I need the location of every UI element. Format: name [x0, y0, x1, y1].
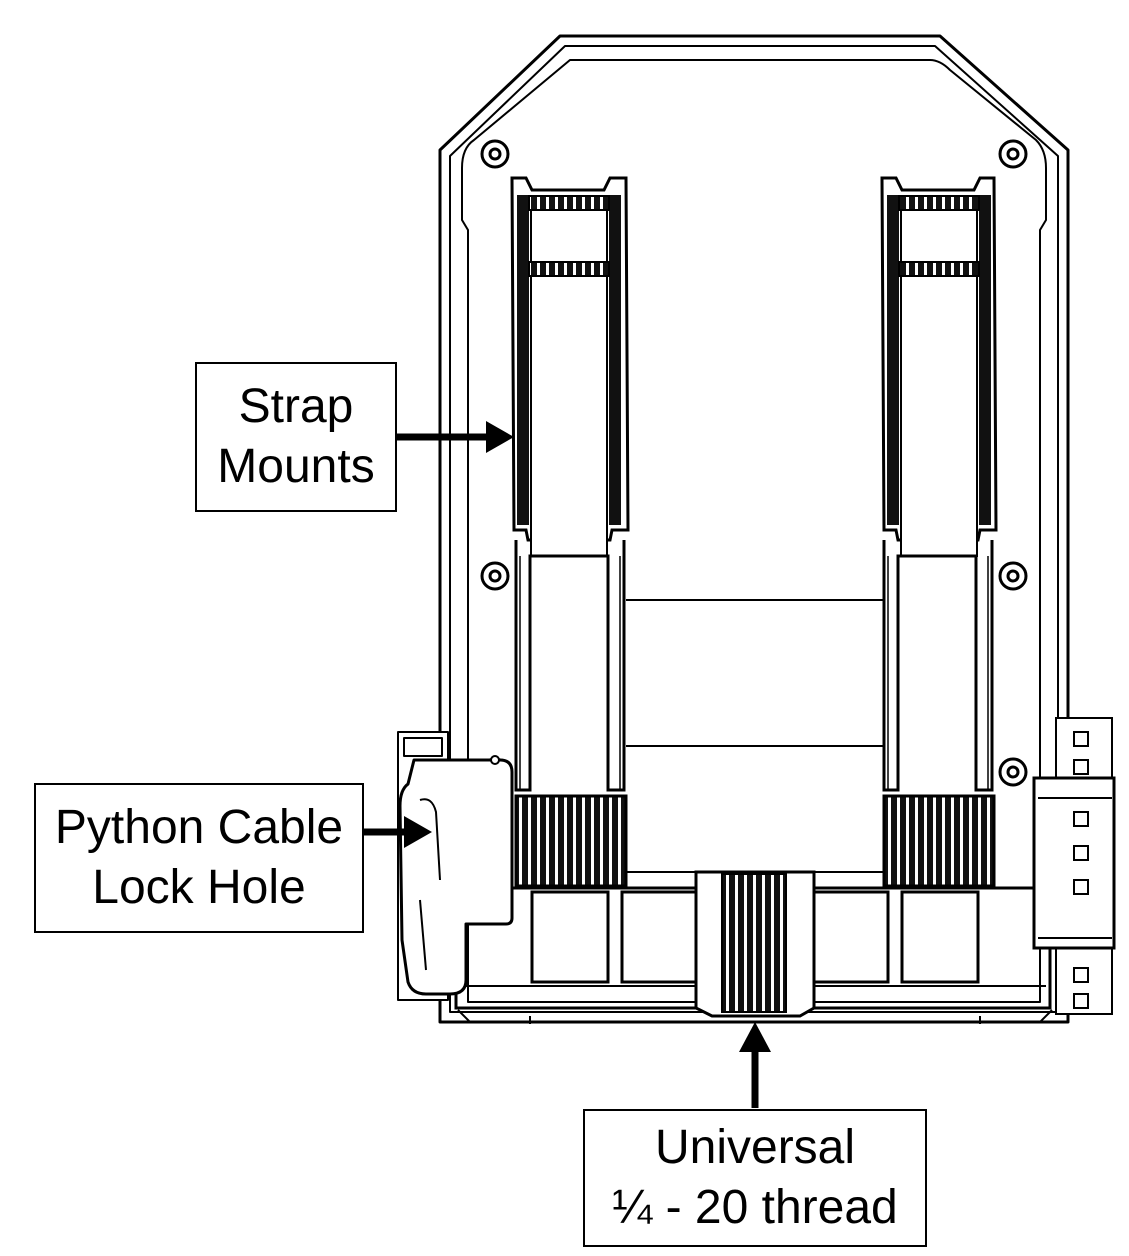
- strap-mounts-line2: Mounts: [217, 440, 375, 493]
- python-cable-lock-line1: Python Cable: [54, 801, 344, 854]
- universal-thread-line2: ¼ - 20 thread: [612, 1181, 898, 1234]
- side-clip: [1032, 717, 1116, 1015]
- screw-hole-icon: [480, 139, 1028, 787]
- universal-thread-line1: Universal: [654, 1121, 856, 1174]
- strap-mounts-label: Strap Mounts: [195, 362, 397, 512]
- arrow-strap-mounts: [397, 421, 514, 453]
- strap-mount-right: [880, 176, 998, 888]
- universal-thread-label: Universal ¼ - 20 thread: [583, 1109, 927, 1247]
- arrow-python-cable-lock: [364, 816, 432, 848]
- cable-lock-block: [397, 731, 514, 1001]
- arrow-universal-thread: [739, 1022, 771, 1108]
- strap-mount-left: [510, 176, 630, 888]
- python-cable-lock-line2: Lock Hole: [92, 861, 306, 914]
- plate-body: [438, 34, 1070, 1024]
- center-panel: [626, 599, 884, 873]
- strap-mounts-line1: Strap: [238, 380, 354, 433]
- python-cable-lock-label: Python Cable Lock Hole: [34, 783, 364, 933]
- thread-mount: [694, 870, 816, 1018]
